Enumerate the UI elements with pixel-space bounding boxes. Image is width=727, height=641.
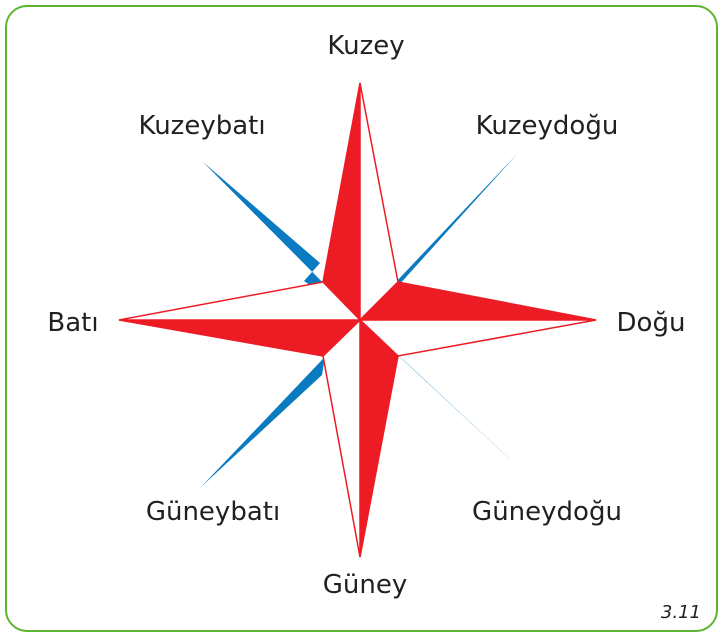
label-southeast: Güneydoğu xyxy=(472,499,622,525)
north-point-dark xyxy=(323,83,360,320)
label-west: Batı xyxy=(47,310,98,336)
east-point-dark xyxy=(360,282,596,320)
label-northwest: Kuzeybatı xyxy=(138,113,265,139)
south-point-dark xyxy=(360,320,398,557)
label-south: Güney xyxy=(323,572,408,598)
south-point-light xyxy=(323,320,360,557)
figure-number: 3.11 xyxy=(661,604,701,622)
label-east: Doğu xyxy=(617,310,686,336)
label-northeast: Kuzeydoğu xyxy=(476,113,619,139)
label-southwest: Güneybatı xyxy=(146,499,280,525)
west-point-light xyxy=(119,282,360,320)
label-north: Kuzey xyxy=(327,33,404,59)
north-point-light xyxy=(360,83,398,320)
west-point-dark xyxy=(119,320,360,356)
east-point-light xyxy=(360,320,596,356)
cardinal-points xyxy=(119,83,596,557)
